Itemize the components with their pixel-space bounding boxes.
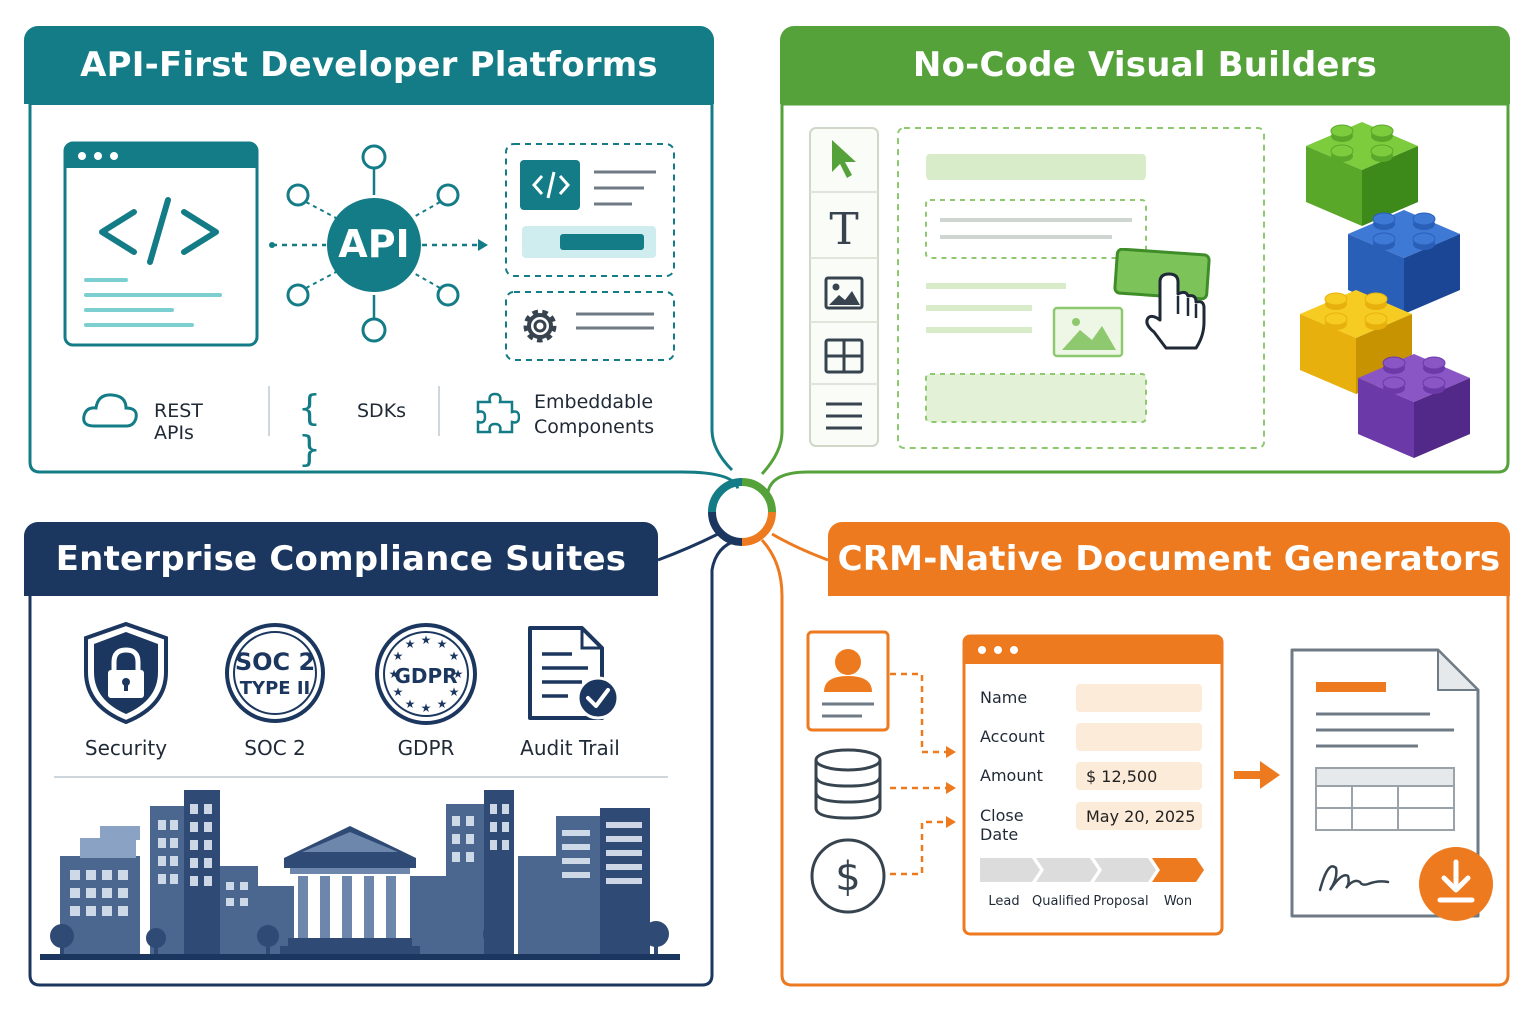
nocode-frame bbox=[766, 102, 1510, 493]
signature bbox=[1318, 865, 1390, 892]
embedded-components-diagram bbox=[505, 143, 675, 361]
generated-document-icon bbox=[1290, 648, 1480, 918]
svg-text:$: $ bbox=[835, 854, 860, 900]
gdpr-seal-icon: ★★★ ★★★ ★★★ ★★★ bbox=[375, 623, 477, 725]
menu-icon[interactable] bbox=[824, 400, 864, 432]
stage-label-proposal: Proposal bbox=[1093, 894, 1149, 909]
stage-label-lead: Lead bbox=[988, 894, 1020, 909]
soc2-seal-icon bbox=[225, 623, 325, 723]
download-icon[interactable] bbox=[1416, 844, 1496, 924]
stage-label-won: Won bbox=[1163, 894, 1193, 909]
image-icon[interactable] bbox=[824, 276, 864, 312]
compliance-divider bbox=[54, 776, 668, 778]
cursor-icon[interactable] bbox=[828, 138, 862, 182]
database-icon bbox=[814, 748, 882, 820]
shield-lock-icon bbox=[84, 621, 168, 725]
api-title: API-First Developer Platforms bbox=[80, 45, 658, 85]
stage-lead bbox=[980, 858, 1040, 882]
pipeline-stage-bar bbox=[980, 858, 1204, 882]
field-input-account[interactable] bbox=[1076, 723, 1202, 751]
compliance-title-bar: Enterprise Compliance Suites bbox=[24, 522, 658, 596]
government-building-icon bbox=[280, 826, 420, 956]
field-label-close-date: Close Date bbox=[980, 806, 1024, 844]
feature-sdks: SDKs bbox=[357, 400, 407, 422]
feature-rest-apis: REST APIs bbox=[154, 400, 203, 444]
generate-arrow-icon bbox=[1234, 761, 1280, 789]
soc2-seal-line2: TYPE II bbox=[239, 678, 311, 699]
badge-label-security: Security bbox=[84, 736, 168, 760]
crm-title-bar: CRM-Native Document Generators bbox=[828, 522, 1510, 596]
feature-divider bbox=[438, 386, 440, 436]
svg-text:★: ★ bbox=[449, 649, 460, 663]
field-label-name: Name bbox=[980, 688, 1028, 707]
api-title-bar: API-First Developer Platforms bbox=[24, 26, 714, 104]
building-blocks-icon bbox=[1300, 122, 1470, 458]
cloud-icon bbox=[82, 393, 138, 428]
compliance-frame bbox=[28, 538, 739, 987]
contact-card-icon bbox=[806, 630, 890, 732]
svg-text:★: ★ bbox=[405, 637, 416, 651]
data-flow-arrows bbox=[890, 672, 956, 876]
gdpr-seal-text: GDPR bbox=[394, 664, 458, 688]
stage-proposal bbox=[1094, 858, 1156, 882]
svg-text:★: ★ bbox=[421, 633, 432, 647]
nocode-title-bar: No-Code Visual Builders bbox=[780, 26, 1510, 104]
code-window-icon bbox=[63, 141, 259, 347]
stage-label-qualified: Qualified bbox=[1032, 894, 1091, 909]
nocode-title: No-Code Visual Builders bbox=[912, 45, 1378, 85]
crm-title: CRM-Native Document Generators bbox=[837, 539, 1501, 579]
field-label-amount: Amount bbox=[980, 766, 1043, 785]
puzzle-icon bbox=[476, 392, 520, 434]
field-input-amount[interactable]: $ 12,500 bbox=[1076, 762, 1202, 790]
stage-qualified bbox=[1036, 858, 1098, 882]
city-skyline-illustration bbox=[40, 790, 680, 960]
svg-text:★: ★ bbox=[405, 697, 416, 711]
api-hub-label: API bbox=[338, 222, 410, 266]
compliance-title: Enterprise Compliance Suites bbox=[55, 539, 627, 579]
curly-braces-icon: { } bbox=[298, 388, 321, 470]
builder-canvas[interactable] bbox=[896, 126, 1268, 452]
feature-embeddable-line2: Components bbox=[534, 416, 655, 438]
field-input-name[interactable] bbox=[1076, 684, 1202, 712]
stage-won bbox=[1152, 858, 1204, 882]
svg-text:★: ★ bbox=[437, 637, 448, 651]
svg-text:★: ★ bbox=[421, 701, 432, 715]
feature-divider bbox=[268, 386, 270, 436]
text-icon[interactable]: T bbox=[829, 204, 859, 255]
badge-label-gdpr: GDPR bbox=[397, 736, 455, 760]
grid-icon[interactable] bbox=[824, 338, 864, 374]
drag-button-with-hand-icon[interactable] bbox=[1110, 248, 1214, 356]
badge-label-audit-trail: Audit Trail bbox=[520, 736, 620, 760]
api-hub-diagram bbox=[269, 144, 488, 343]
svg-text:★: ★ bbox=[389, 667, 400, 681]
center-hub-ring bbox=[708, 478, 776, 546]
svg-text:★: ★ bbox=[449, 685, 460, 699]
field-input-close-date[interactable]: May 20, 2025 bbox=[1076, 802, 1202, 830]
svg-text:★: ★ bbox=[437, 697, 448, 711]
svg-text:★: ★ bbox=[393, 685, 404, 699]
audit-document-icon bbox=[528, 626, 620, 720]
svg-text:★: ★ bbox=[393, 649, 404, 663]
dollar-coin-icon: $ bbox=[810, 838, 886, 914]
feature-embeddable-line1: Embeddable bbox=[534, 391, 654, 413]
svg-text:★: ★ bbox=[453, 667, 464, 681]
crm-frame bbox=[780, 596, 1510, 987]
soc2-seal-line1: SOC 2 bbox=[234, 648, 316, 676]
badge-label-soc2: SOC 2 bbox=[244, 736, 306, 760]
field-label-account: Account bbox=[980, 727, 1045, 746]
